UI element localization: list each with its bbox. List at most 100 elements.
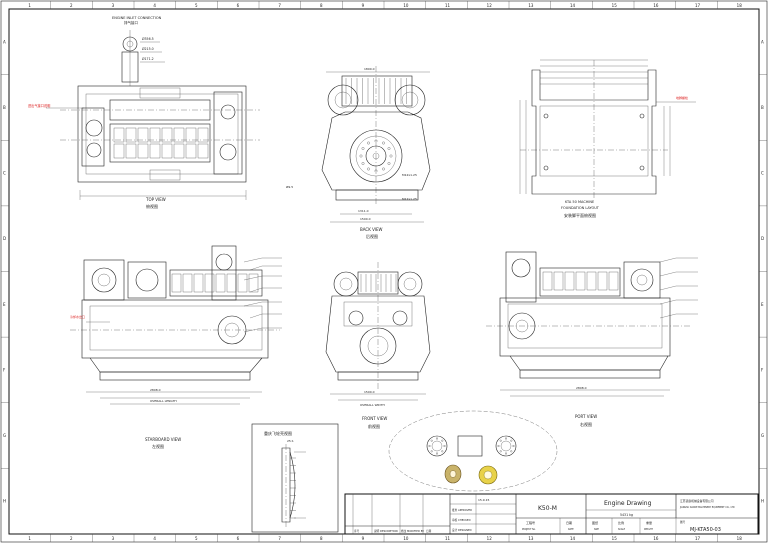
- row-marker-left: C: [3, 171, 6, 176]
- designed-label: 设计 DESIGNED: [452, 528, 472, 532]
- svg-text:1500.0: 1500.0: [364, 390, 375, 394]
- inlet-label: ENGINE INLET CONNECTION: [112, 16, 162, 20]
- column-marker-bottom: 18: [737, 536, 743, 541]
- column-marker-bottom: 4: [153, 536, 156, 541]
- back-view: 1311.0 1500.0 1800.0 Ø9.5 M12x1.25 M12x1…: [286, 66, 431, 239]
- column-marker-top: 18: [737, 3, 743, 8]
- label-weight: 重量: [646, 520, 652, 525]
- column-marker-top: 5: [195, 3, 198, 8]
- row-marker-right: D: [761, 236, 764, 241]
- drawing-number: MJ-KTA50-03: [690, 527, 721, 533]
- starboard-title: STARBOARD VIEW: [145, 437, 181, 442]
- column-marker-top: 16: [653, 3, 659, 8]
- label-size-en: SIZE: [594, 528, 600, 531]
- column-marker-top: 14: [570, 3, 576, 8]
- column-marker-top: 4: [153, 3, 156, 8]
- weight-value: 5431 kg: [620, 513, 633, 517]
- column-marker-bottom: 12: [487, 536, 493, 541]
- flywheel-scale: 25:1: [287, 439, 294, 443]
- label-size: 图纸: [592, 520, 598, 525]
- column-marker-bottom: 8: [320, 536, 323, 541]
- inner-frame: [8, 8, 760, 535]
- rev-header-desc: 说明 DESCRIPTION: [374, 529, 398, 533]
- svg-text:M12x1.25: M12x1.25: [402, 173, 417, 177]
- front-view-title: FRONT VIEW: [362, 416, 387, 421]
- column-marker-bottom: 15: [612, 536, 618, 541]
- column-marker-bottom: 6: [237, 536, 240, 541]
- starboard-subtitle: 左视图: [152, 443, 164, 449]
- column-marker-top: 2: [70, 3, 73, 8]
- company-cn: 江苏道康机械设备有限公司: [680, 499, 714, 503]
- column-marker-top: 15: [612, 3, 618, 8]
- row-marker-right: B: [761, 105, 764, 110]
- svg-text:Ø171.2: Ø171.2: [142, 56, 154, 61]
- back-view-title: BACK VIEW: [360, 227, 383, 232]
- column-marker-bottom: 17: [695, 536, 701, 541]
- row-marker-right: H: [761, 499, 764, 504]
- column-marker-bottom: 5: [195, 536, 198, 541]
- column-marker-top: 12: [487, 3, 493, 8]
- column-marker-top: 11: [445, 3, 451, 8]
- flywheel-housing-detail: 重庆飞轮壳视图 25:1: [251, 423, 339, 533]
- title-block-date: 15.9.15: [478, 498, 490, 502]
- row-marker-right: A: [761, 39, 764, 44]
- label-scale: 比例: [618, 520, 624, 525]
- column-marker-top: 9: [362, 3, 365, 8]
- column-marker-bottom: 11: [445, 536, 451, 541]
- foundation-layout: 地脚螺栓 KTA 50 MACHINE FOUNDATION LAYOUT 安装…: [519, 59, 696, 218]
- row-marker-left: A: [3, 39, 6, 44]
- row-marker-left: H: [3, 499, 6, 504]
- column-marker-bottom: 14: [570, 536, 576, 541]
- row-marker-right: E: [761, 302, 764, 307]
- column-marker-bottom: 7: [278, 536, 281, 541]
- drawing-name: Engine Drawing: [604, 500, 652, 507]
- column-marker-bottom: 1: [28, 536, 31, 541]
- foundation-red-note: 地脚螺栓: [676, 95, 688, 100]
- column-marker-top: 13: [528, 3, 534, 8]
- svg-text:OVERALL LENGTH: OVERALL LENGTH: [150, 399, 177, 403]
- svg-text:M12x1.25: M12x1.25: [402, 197, 417, 201]
- foundation-subtitle: 安装脚平面俯视图: [564, 212, 596, 218]
- label-drawing: 图号: [680, 520, 686, 524]
- row-marker-right: G: [761, 433, 764, 438]
- column-marker-top: 6: [237, 3, 240, 8]
- rev-header-mod: 修改 MODIFIED BY: [401, 529, 424, 533]
- svg-text:OVERALL WIDTH: OVERALL WIDTH: [360, 403, 385, 407]
- row-marker-left: E: [3, 302, 6, 307]
- column-marker-top: 8: [320, 3, 323, 8]
- column-marker-top: 10: [403, 3, 409, 8]
- model-name: K50-M: [538, 505, 557, 512]
- column-marker-bottom: 13: [528, 536, 534, 541]
- svg-text:Ø9.5: Ø9.5: [286, 184, 293, 189]
- top-view-subtitle: 俯视图: [146, 203, 158, 209]
- checked-label: 审核 CHECKED: [452, 518, 471, 522]
- row-marker-right: F: [761, 367, 764, 372]
- back-view-subtitle: 后视图: [366, 233, 378, 239]
- row-marker-left: F: [3, 367, 6, 372]
- approved-label: 批准 APPROVED: [452, 508, 472, 512]
- rev-header-no: 序号: [354, 529, 360, 533]
- svg-text:1500.0: 1500.0: [360, 217, 371, 221]
- port-view-subtitle: 右视图: [580, 421, 592, 427]
- svg-text:2808.0: 2808.0: [576, 386, 587, 390]
- row-marker-left: G: [3, 433, 6, 438]
- front-view: 1500.0 OVERALL WIDTH FRONT VIEW 前视图: [325, 262, 431, 429]
- column-marker-top: 3: [112, 3, 115, 8]
- starboard-view: 2808.0 OVERALL LENGTH 冷却水出口 STARBOARD VI…: [70, 245, 282, 449]
- label-scale-en: SCALE: [618, 528, 626, 531]
- column-markers: 1122334455667788991010111112121313141415…: [28, 1, 742, 542]
- svg-text:Ø356.5: Ø356.5: [142, 36, 154, 41]
- top-view-red-note: 进出气接口说明: [28, 103, 50, 108]
- label-project-en: PROJECT No.: [522, 528, 536, 531]
- column-marker-top: 7: [278, 3, 281, 8]
- starboard-red-note: 冷却水出口: [70, 314, 85, 319]
- label-project: 工程号: [526, 520, 535, 525]
- svg-text:1311.0: 1311.0: [358, 209, 369, 213]
- label-date-en: DATE: [568, 528, 574, 531]
- label-date: 日期: [566, 520, 572, 525]
- front-view-subtitle: 前视图: [368, 423, 380, 429]
- svg-text:Ø215.0: Ø215.0: [142, 46, 154, 51]
